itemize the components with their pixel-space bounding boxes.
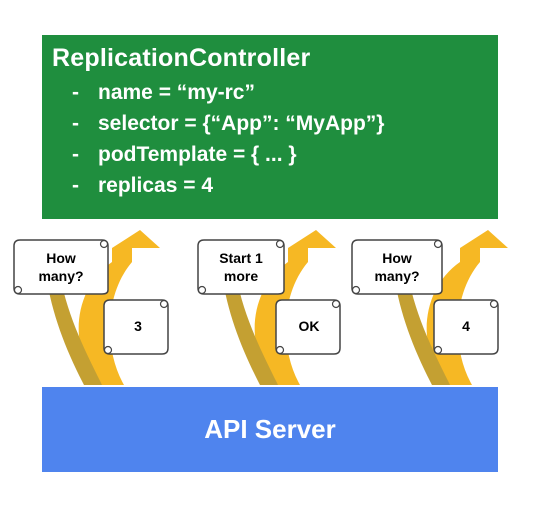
api-server-box: API Server [42,387,498,472]
loop-arrow-down-3 [394,275,450,385]
loop-arrow-down-2 [222,275,278,385]
replication-controller-title: ReplicationController [52,44,311,72]
response-scroll-1-text: 3 [134,318,142,334]
response-scroll-1: 3 [103,299,169,355]
rc-field-name: name = “my-rc” [52,77,498,108]
request-scroll-2-line-1: Start 1 [219,250,263,266]
request-scroll-2-line-2: more [224,268,258,284]
response-scroll-2-text: OK [299,318,320,334]
response-scroll-3: 4 [433,299,499,355]
loop-arrow-down-1 [46,275,102,385]
request-scroll-3-line-1: How [382,250,412,266]
request-scroll-3-line-2: many? [374,268,419,284]
exchange-loop-2: Start 1 more OK [197,230,341,385]
response-scroll-3-text: 4 [462,318,470,334]
api-server-label: API Server [204,414,336,444]
response-scroll-2: OK [275,299,341,355]
replication-controller-fields: name = “my-rc” selector = {“App”: “MyApp… [52,77,498,201]
request-scroll-3: How many? [351,239,443,295]
exchange-loop-3: How many? 4 [351,230,508,385]
request-scroll-1-line-1: How [46,250,76,266]
request-scroll-1-line-2: many? [38,268,83,284]
request-scroll-2: Start 1 more [197,239,285,295]
loop-arrow-up-2 [254,230,336,385]
request-scroll-1: How many? [13,239,109,295]
loop-arrow-up-1 [78,230,160,385]
replication-controller-box: ReplicationController name = “my-rc” sel… [42,35,498,219]
exchange-loop-1: How many? 3 [13,230,169,385]
rc-field-selector: selector = {“App”: “MyApp”} [52,108,498,139]
rc-field-replicas: replicas = 4 [52,170,498,201]
rc-field-pod-template: podTemplate = { ... } [52,139,498,170]
